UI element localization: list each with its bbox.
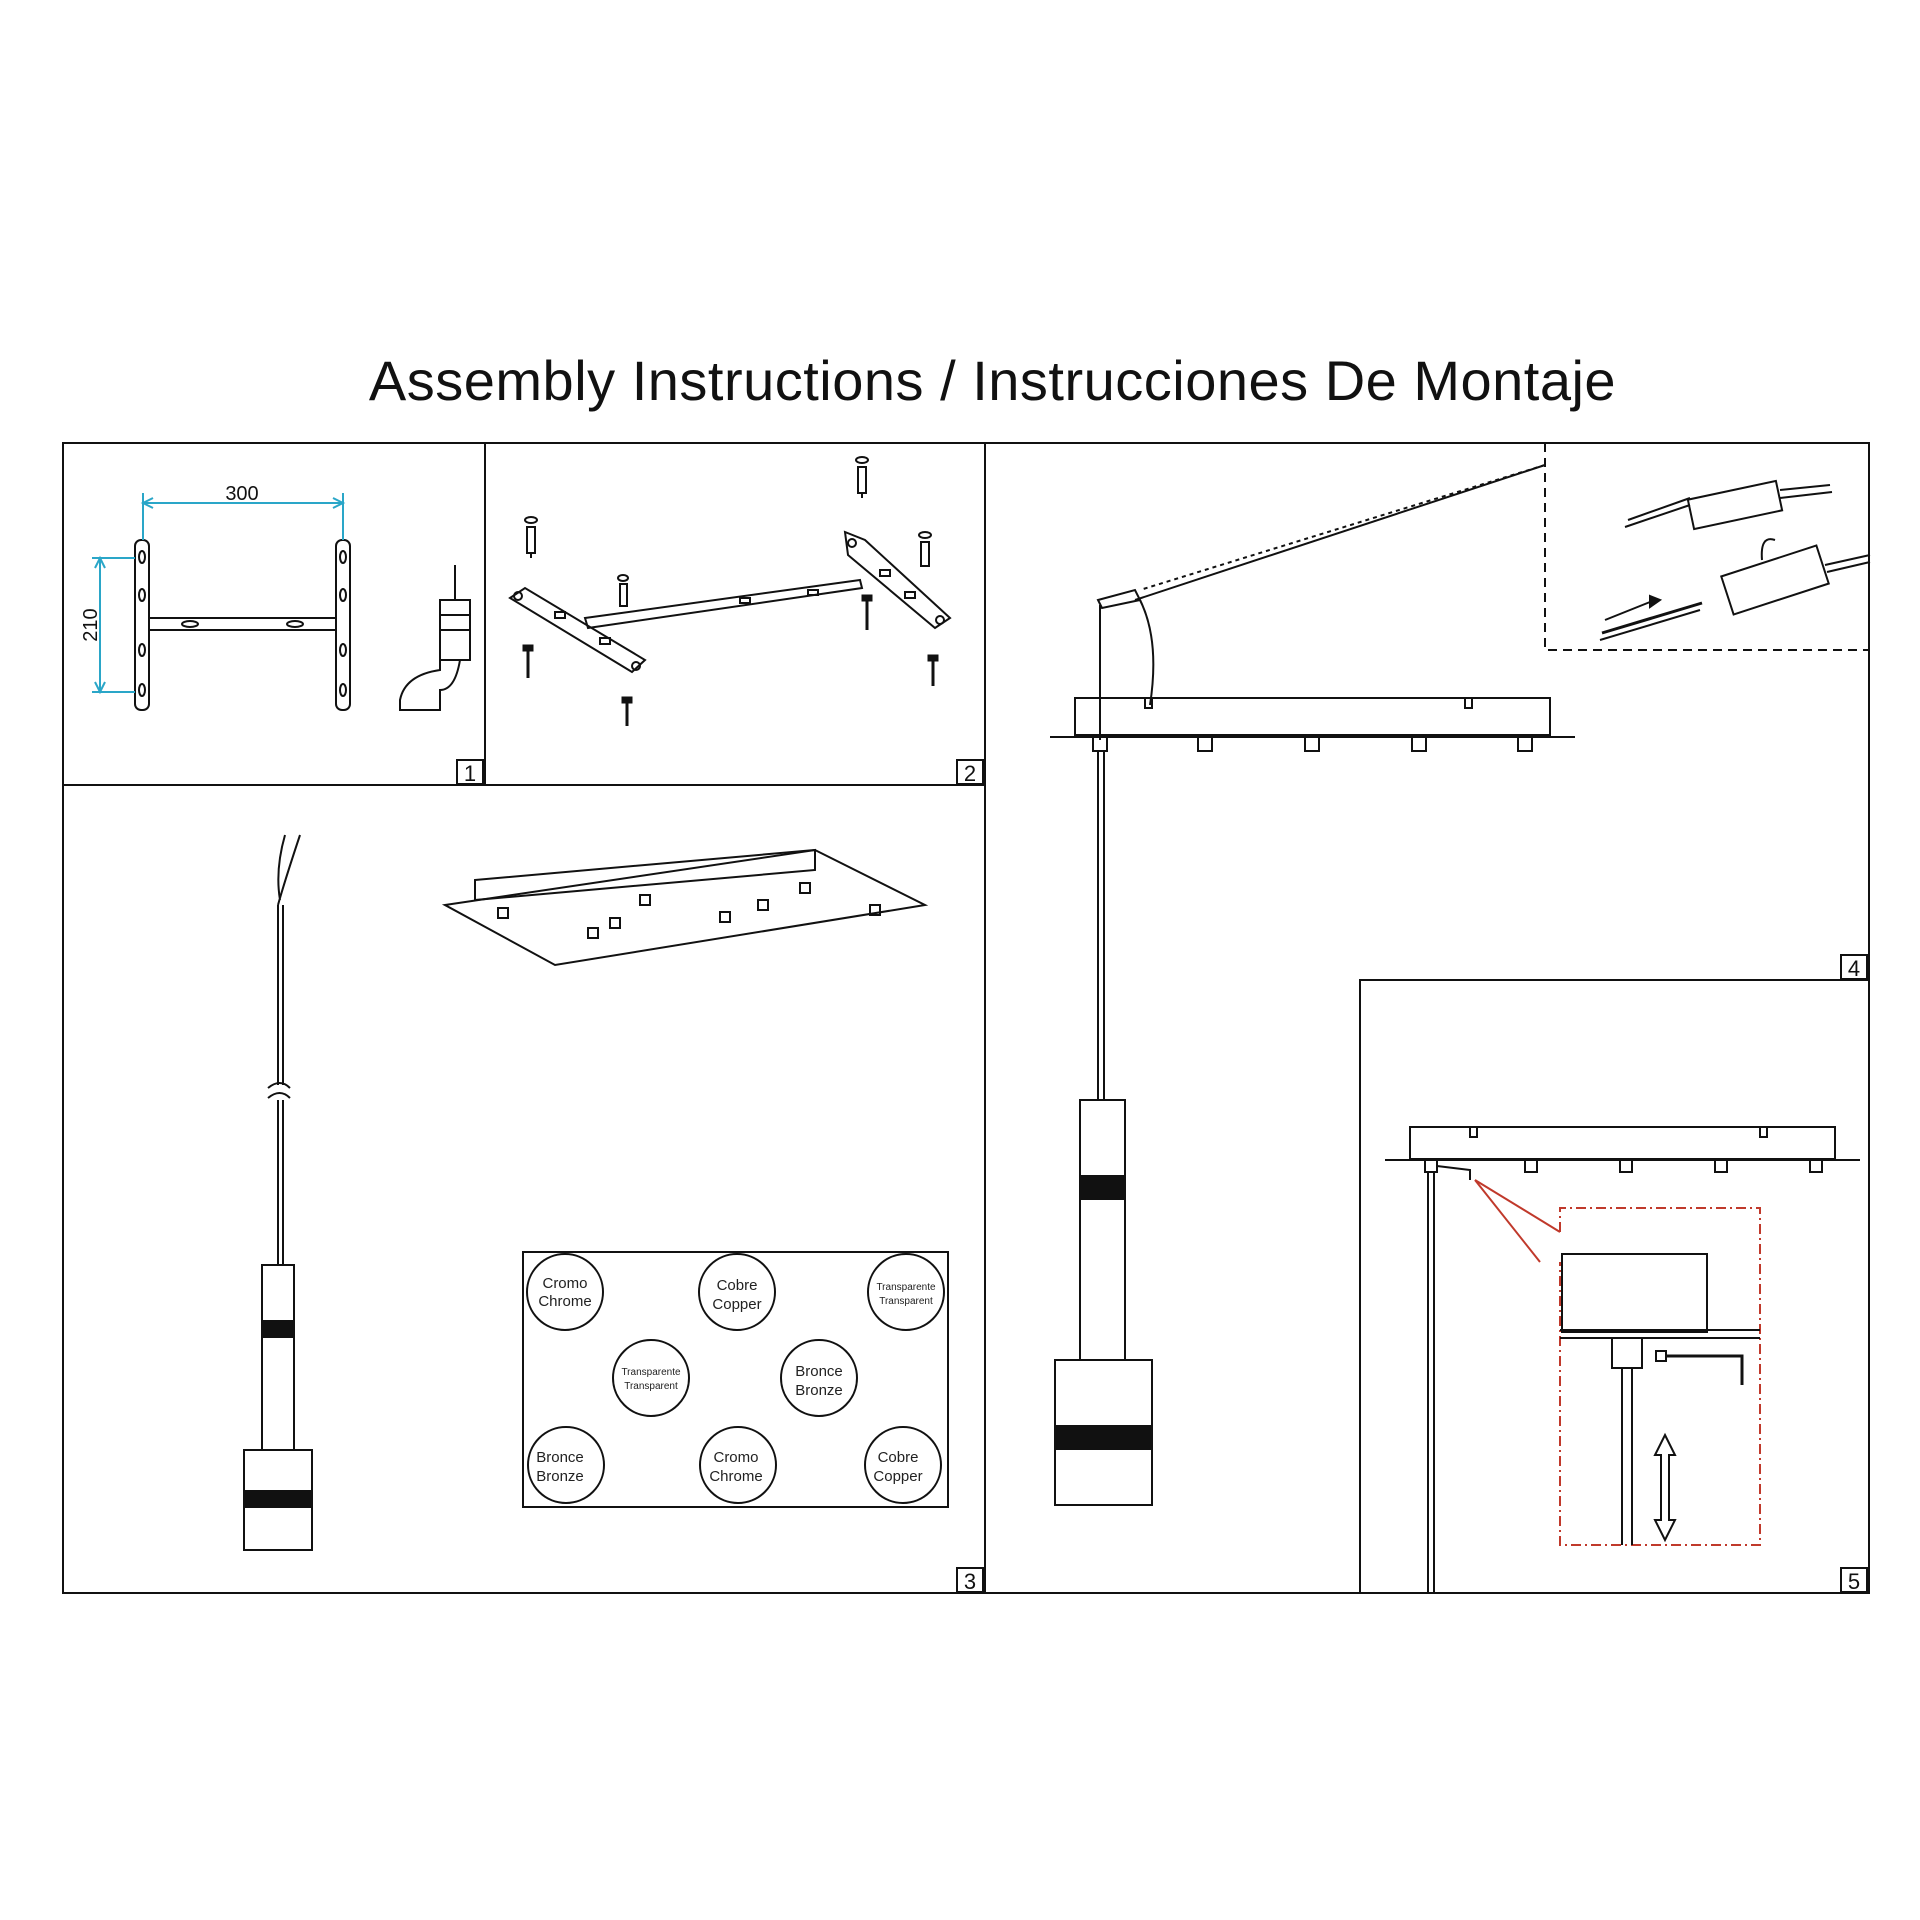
svg-text:Chrome: Chrome	[538, 1293, 591, 1310]
svg-text:Cobre: Cobre	[878, 1449, 919, 1466]
step-number-3: 3	[956, 1567, 984, 1594]
dimension-width-label: 300	[225, 483, 258, 505]
screw-anchors	[524, 456, 932, 607]
svg-text:Transparent: Transparent	[879, 1296, 933, 1307]
pendant-lamp	[243, 1264, 313, 1551]
svg-text:1: 1	[464, 761, 476, 786]
svg-text:Cromo: Cromo	[713, 1449, 758, 1466]
svg-text:Copper: Copper	[712, 1296, 761, 1313]
svg-text:Bronce: Bronce	[536, 1449, 584, 1466]
svg-text:Chrome: Chrome	[709, 1468, 762, 1485]
step-number-4: 4	[1840, 954, 1868, 981]
driver-detail-inset	[1134, 443, 1869, 651]
svg-text:Cromo: Cromo	[542, 1275, 587, 1292]
svg-text:5: 5	[1848, 1569, 1860, 1594]
dimension-lines	[92, 493, 346, 695]
finish-swatch-copper	[698, 1253, 776, 1331]
svg-text:2: 2	[964, 761, 976, 786]
screws	[522, 594, 939, 726]
led-driver-icon	[1599, 479, 1871, 641]
step3-pendant-cable	[267, 834, 301, 1265]
step1-drill-template	[134, 539, 351, 711]
divider-step4-step5	[1359, 979, 1869, 1593]
svg-text:3: 3	[964, 1569, 976, 1594]
dimension-height-label: 210	[80, 608, 102, 641]
step4-canopy-installed	[1050, 588, 1575, 1100]
svg-text:Transparente: Transparente	[621, 1367, 681, 1378]
svg-text:Bronce: Bronce	[795, 1363, 843, 1380]
detail-callout	[1474, 1179, 1761, 1546]
drill-icon	[399, 565, 471, 711]
step-number-1: 1	[456, 759, 484, 786]
finish-swatch-chrome	[699, 1426, 777, 1504]
finish-swatch-transparent	[867, 1253, 945, 1331]
svg-text:Copper: Copper	[873, 1468, 922, 1485]
up-down-arrow-icon	[1653, 1432, 1677, 1543]
step2-mounting-bracket	[508, 530, 952, 674]
step-number-2: 2	[956, 759, 984, 786]
page-title: Assembly Instructions / Instrucciones De…	[368, 349, 1617, 412]
diagram-frame	[62, 442, 1870, 1594]
step4-pendant-lamp	[1054, 1099, 1153, 1506]
canopy-plate	[441, 848, 929, 967]
svg-text:Transparent: Transparent	[624, 1381, 678, 1392]
finish-swatch-transparent	[612, 1339, 690, 1417]
finish-swatch-copper	[864, 1426, 942, 1504]
finish-swatch-bronze	[780, 1339, 858, 1417]
svg-text:Transparente: Transparente	[876, 1282, 936, 1293]
finish-swatch-chrome	[526, 1253, 604, 1331]
svg-text:4: 4	[1848, 956, 1860, 981]
step-number-5: 5	[1840, 1567, 1868, 1594]
svg-text:Bronze: Bronze	[536, 1468, 584, 1485]
svg-text:Cobre: Cobre	[717, 1277, 758, 1294]
finish-swatch-bronze	[527, 1426, 605, 1504]
finish-swatch-board: Cromo Chrome Cobre Copper Transparente T…	[522, 1251, 949, 1508]
svg-text:Bronze: Bronze	[795, 1382, 843, 1399]
detail-zoom	[1560, 1253, 1760, 1545]
hex-key-icon	[1655, 1350, 1744, 1385]
step5-canopy	[1385, 1126, 1860, 1593]
